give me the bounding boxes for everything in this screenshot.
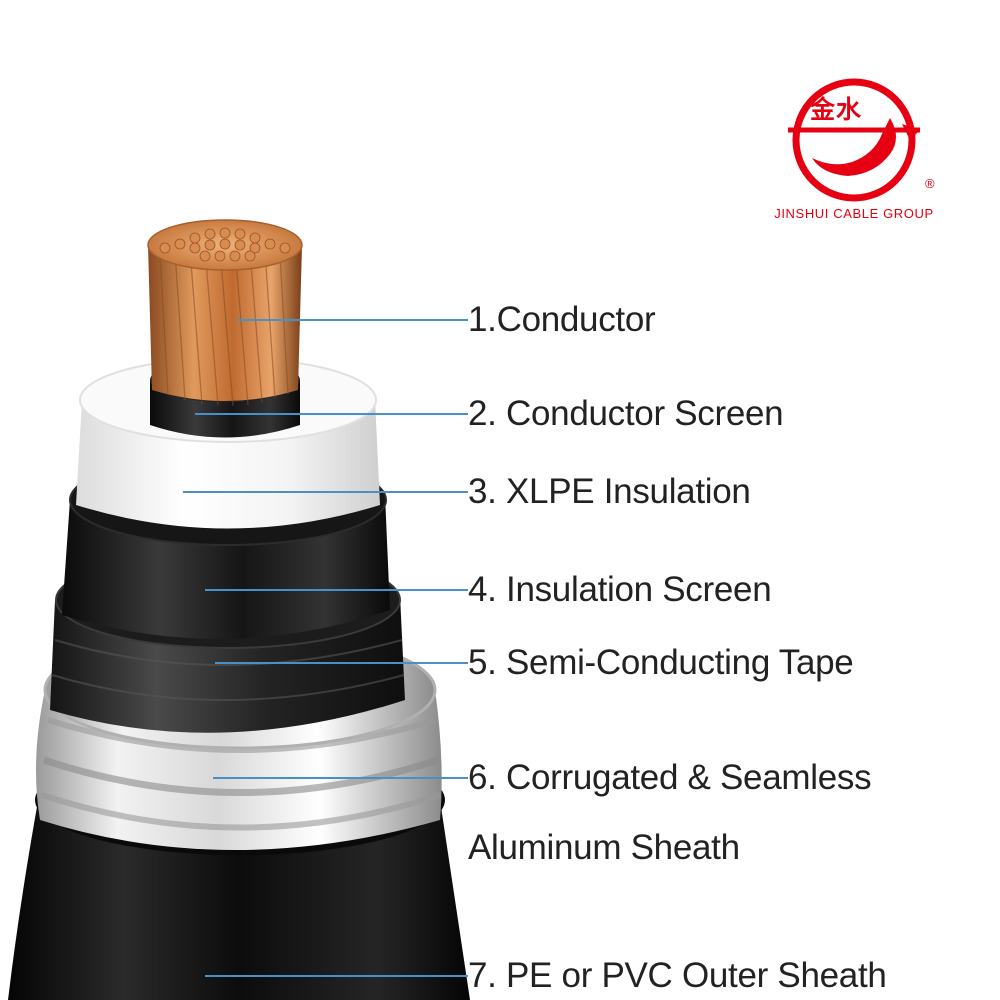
- brand-logo: 金水 ® JINSHUI CABLE GROUP: [770, 78, 938, 228]
- leader-lines: [183, 319, 468, 977]
- label-aluminum-sheath-line2: Aluminum Sheath: [468, 828, 740, 867]
- label-aluminum-sheath-line1: 6. Corrugated & Seamless: [468, 758, 872, 797]
- copper-conductor: [147, 219, 303, 407]
- logo-emblem-icon: [788, 78, 920, 202]
- logo-brand-text: JINSHUI CABLE GROUP: [774, 206, 934, 221]
- label-conductor-screen: 2. Conductor Screen: [468, 394, 784, 433]
- logo-registered-mark: ®: [925, 176, 935, 191]
- label-outer-sheath: 7. PE or PVC Outer Sheath: [468, 956, 887, 995]
- label-insulation-screen: 4. Insulation Screen: [468, 570, 772, 609]
- label-semi-conducting-tape: 5. Semi-Conducting Tape: [468, 643, 854, 682]
- label-conductor: 1.Conductor: [468, 300, 656, 339]
- label-xlpe-insulation: 3. XLPE Insulation: [468, 472, 751, 511]
- logo-chinese-text: 金水: [810, 96, 863, 124]
